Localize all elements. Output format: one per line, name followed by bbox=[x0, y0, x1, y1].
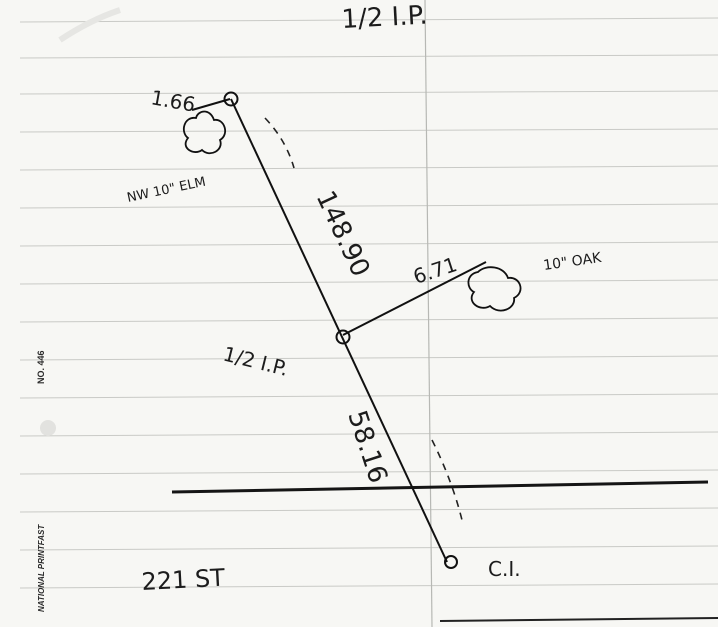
oak-tree-icon bbox=[467, 266, 522, 312]
lower-distance-label: 58.16 bbox=[341, 407, 393, 487]
elm-tree-icon bbox=[182, 110, 227, 155]
ruled-lines bbox=[19, 17, 718, 589]
street-label: 221 ST bbox=[141, 564, 226, 596]
oak-distance-label: 6.71 bbox=[410, 252, 460, 289]
form-number: NO. 446 bbox=[36, 350, 46, 384]
corner-iron bbox=[444, 555, 458, 569]
street-line bbox=[171, 480, 709, 494]
brand-imprint: NATIONAL PRINTFAST bbox=[37, 524, 46, 612]
elm-offset-line bbox=[191, 98, 231, 111]
iron-pin-top bbox=[223, 91, 239, 107]
elm-distance-label: 1.66 bbox=[149, 85, 197, 116]
oak-offset-line bbox=[342, 261, 487, 336]
vertical-grid-line bbox=[424, 0, 433, 627]
main-distance-label: 148.90 bbox=[310, 186, 376, 281]
scuff-mark bbox=[58, 7, 121, 43]
half-ip-mid-label: 1/2 I.P. bbox=[221, 342, 291, 381]
main-property-line bbox=[230, 98, 448, 563]
corner-label: C.I. bbox=[488, 557, 521, 581]
elm-label: NW 10" ELM bbox=[126, 175, 207, 206]
dashed-line-lower bbox=[431, 439, 463, 521]
smudge-mark bbox=[40, 420, 56, 436]
iron-pin-mid bbox=[335, 329, 351, 345]
half-ip-top-label: 1/2 I.P. bbox=[341, 1, 428, 35]
bottom-edge-line bbox=[439, 617, 718, 622]
oak-label: 10" OAK bbox=[542, 250, 603, 274]
dashed-line-upper bbox=[264, 117, 295, 169]
